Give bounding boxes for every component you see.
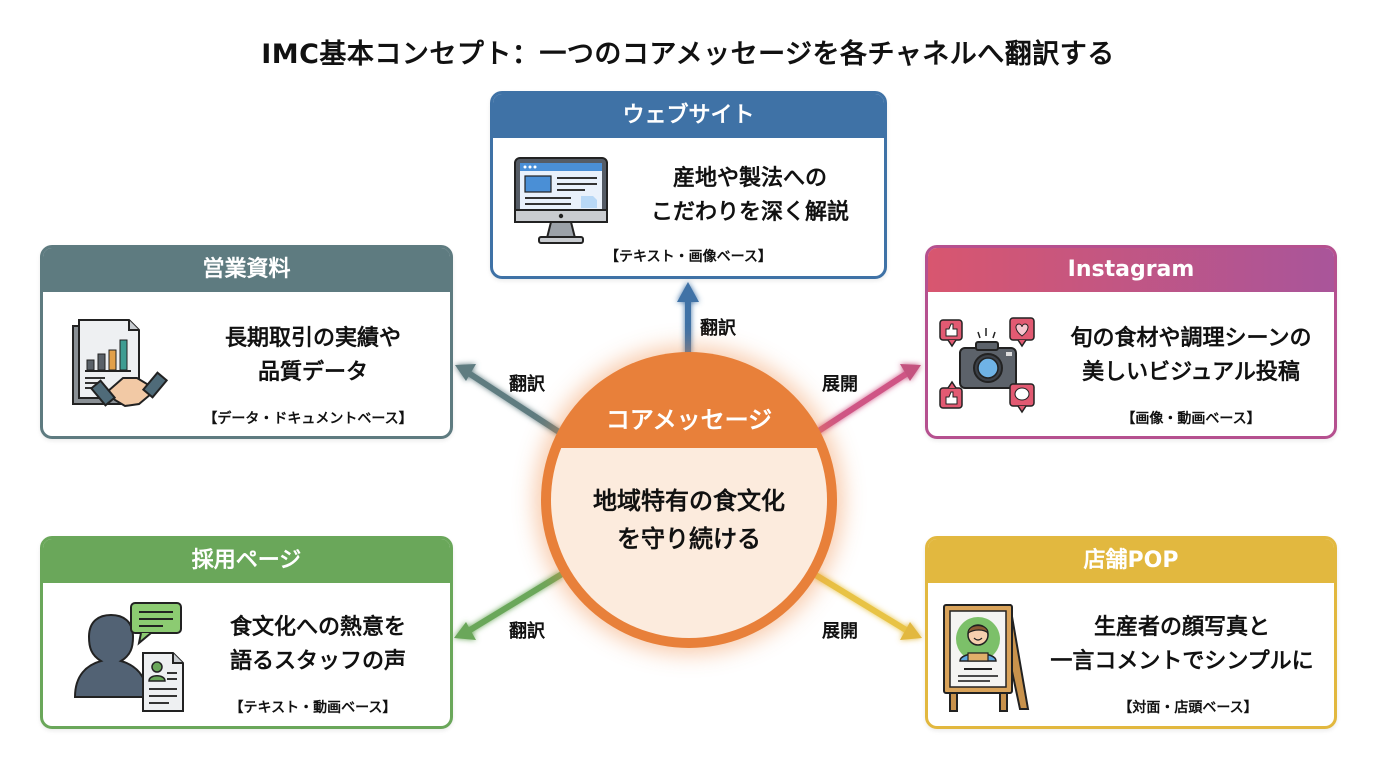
channel-box-sales: 営業資料 長期取引の実績や 品質データ 【データ・ドキュメントベース】 bbox=[40, 245, 453, 439]
channel-description-line2: 一言コメントでシンプルに bbox=[1050, 649, 1314, 674]
channel-description-line1: 食文化への熱意を bbox=[229, 615, 406, 640]
core-message-line2: を守り続ける bbox=[617, 525, 761, 553]
arrow-to-website bbox=[677, 282, 699, 360]
channel-title: 採用ページ bbox=[43, 539, 450, 583]
core-message-circle: コアメッセージ 地域特有の食文化 を守り続ける bbox=[541, 352, 837, 648]
arrow-to-recruit bbox=[454, 571, 564, 640]
channel-note: 【テキスト・画像ベース】 bbox=[605, 249, 772, 265]
monitor-icon bbox=[514, 157, 608, 244]
camera-social-icon bbox=[939, 317, 1035, 414]
channel-box-instagram: Instagram 旬の食材や調理シーンの 美しいビジュアル bbox=[925, 245, 1337, 439]
document-handshake-icon bbox=[72, 319, 169, 408]
channel-description-line2: 語るスタッフの声 bbox=[229, 649, 406, 674]
channel-description-line2: 品質データ bbox=[257, 360, 368, 385]
channel-box-recruit: 採用ページ 食文化への熱意を 語るスタッフの声 【テキスト・動画ベース】 bbox=[40, 536, 453, 729]
channel-note: 【テキスト・動画ベース】 bbox=[229, 700, 397, 716]
signboard-icon bbox=[943, 604, 1030, 712]
core-message-line1: 地域特有の食文化 bbox=[593, 487, 785, 515]
channel-description-line1: 旬の食材や調理シーンの bbox=[1070, 326, 1312, 351]
arrow-label-recruit: 翻訳 bbox=[509, 621, 545, 642]
arrow-label-pop: 展開 bbox=[822, 621, 858, 642]
arrow-to-instagram bbox=[812, 364, 921, 437]
arrow-label-website: 翻訳 bbox=[700, 318, 736, 339]
channel-box-website: ウェブサイト 産地や製法への こだわりを深く解説 【テキスト・画像ベース】 bbox=[490, 91, 887, 279]
channel-description-line2: 美しいビジュアル投稿 bbox=[1082, 360, 1300, 385]
diagram-title: IMC基本コンセプト：一つのコアメッセージを各チャネルへ翻訳する bbox=[261, 39, 1115, 70]
channel-description-line1: 生産者の顔写真と bbox=[1093, 615, 1270, 640]
core-message-label: コアメッセージ bbox=[605, 406, 773, 434]
channel-box-pop: 店舗POP 生産者の顔写真と 一言コメントでシンプルに 【対面・店頭ベース】 bbox=[925, 536, 1337, 729]
channel-title: 店舗POP bbox=[928, 539, 1334, 583]
channel-title: 営業資料 bbox=[43, 248, 450, 292]
channel-description-line1: 長期取引の実績や bbox=[224, 326, 401, 351]
channel-note: 【データ・ドキュメントベース】 bbox=[203, 411, 413, 427]
channel-title: Instagram bbox=[928, 248, 1334, 292]
channel-note: 【画像・動画ベース】 bbox=[1121, 411, 1261, 427]
arrow-to-pop bbox=[812, 571, 922, 640]
core-message-inner bbox=[551, 362, 827, 638]
person-speech-icon bbox=[73, 602, 184, 712]
channel-description-line2: こだわりを深く解説 bbox=[650, 200, 849, 225]
channel-description-line1: 産地や製法への bbox=[672, 166, 827, 191]
arrow-to-sales bbox=[455, 364, 564, 437]
arrow-label-instagram: 展開 bbox=[822, 374, 858, 395]
channel-title: ウェブサイト bbox=[493, 94, 884, 138]
channel-note: 【対面・店頭ベース】 bbox=[1118, 700, 1258, 716]
arrow-label-sales: 翻訳 bbox=[509, 374, 545, 395]
